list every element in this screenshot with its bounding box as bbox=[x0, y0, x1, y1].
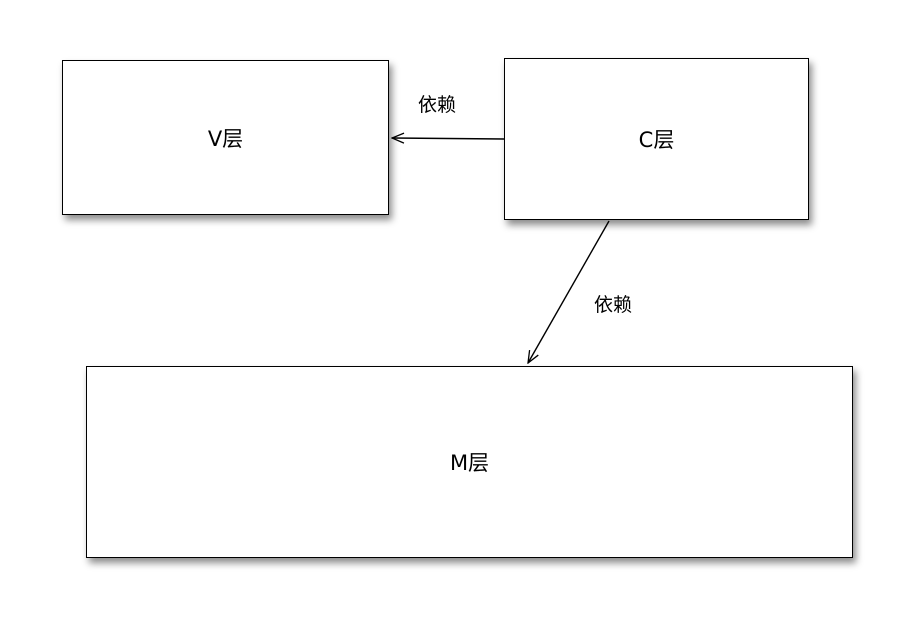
controller-layer-box: C层 bbox=[504, 58, 809, 220]
controller-layer-label: C层 bbox=[638, 128, 675, 152]
edge-label-c-to-m: 依赖 bbox=[594, 294, 633, 316]
arrow-c-to-v bbox=[392, 138, 505, 139]
view-layer-label: V层 bbox=[207, 126, 244, 151]
model-layer-box: M层 bbox=[86, 366, 853, 558]
view-layer-box: V层 bbox=[62, 60, 389, 215]
edge-label-c-to-v: 依赖 bbox=[418, 94, 457, 116]
model-layer-label: M层 bbox=[449, 451, 490, 475]
